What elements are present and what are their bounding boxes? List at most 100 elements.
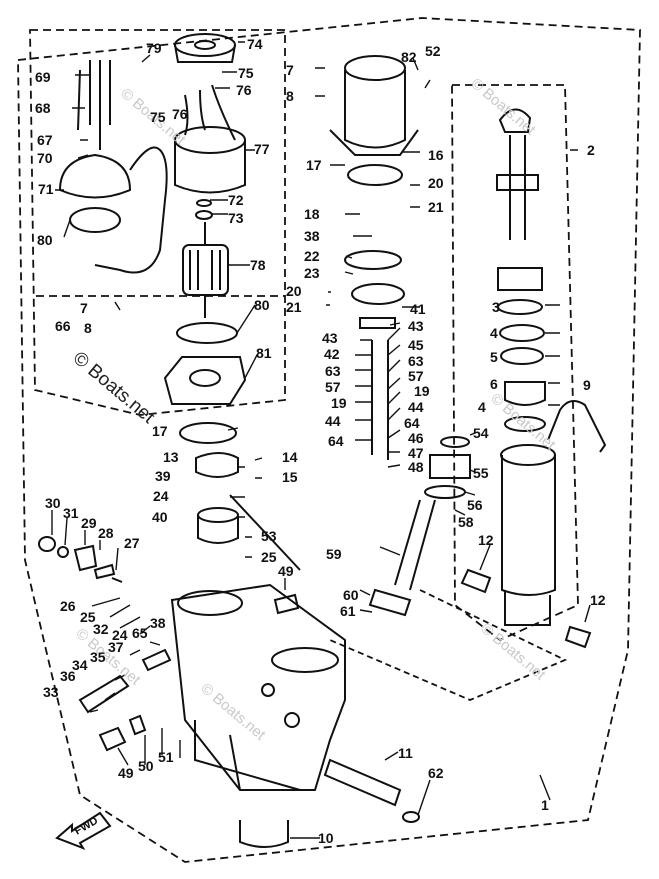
- callout-56: 56: [467, 497, 483, 513]
- callout-78: 78: [250, 257, 266, 273]
- o-ring-4-lower: [504, 416, 546, 432]
- o-ring-56: [424, 485, 466, 499]
- callout-10: 10: [318, 830, 334, 846]
- ball-27: [111, 577, 123, 583]
- cylinder-dashed-box: [451, 84, 579, 642]
- o-ring-23: [351, 283, 405, 305]
- callout-3: 3: [492, 299, 500, 315]
- callout-17-upper: 17: [306, 157, 322, 173]
- callout-8-left: 8: [84, 320, 92, 336]
- callout-38-upper: 38: [304, 228, 320, 244]
- callout-28: 28: [98, 525, 114, 541]
- lead-cable: [94, 146, 168, 274]
- watermark-bottom: © Boats.net: [197, 680, 269, 744]
- callout-47: 47: [408, 445, 424, 461]
- callout-60: 60: [343, 587, 359, 603]
- valve-55: [429, 454, 471, 479]
- motor-end-plate: [163, 356, 247, 405]
- wires: [184, 84, 236, 141]
- motor-assembly-dashed-box: [29, 29, 286, 416]
- o-ring-17-lower: [179, 422, 237, 444]
- callout-40: 40: [152, 509, 168, 525]
- piston-rod: [509, 135, 526, 240]
- washer-62: [402, 811, 420, 823]
- plug-49-right: [273, 593, 300, 615]
- callout-25-upper: 25: [261, 549, 277, 565]
- callout-81: 81: [256, 345, 272, 361]
- outer-dashed-boundary: [17, 17, 641, 863]
- callout-73: 73: [228, 210, 244, 226]
- callout-5: 5: [490, 349, 498, 365]
- callout-7-right: 7: [286, 62, 294, 78]
- callout-58: 58: [458, 514, 474, 530]
- callout-27: 27: [124, 535, 140, 551]
- cylinder-cap-6: [504, 381, 546, 406]
- reservoir-top: [344, 55, 406, 81]
- pump-housing: [170, 583, 346, 791]
- callout-55: 55: [473, 465, 489, 481]
- callout-24-upper: 24: [153, 488, 169, 504]
- callout-18: 18: [304, 206, 320, 222]
- callout-74: 74: [247, 36, 263, 52]
- callout-14: 14: [282, 449, 298, 465]
- callout-4-lower: 4: [478, 399, 486, 415]
- callout-9: 9: [583, 377, 591, 393]
- cylinder-eye: [504, 590, 551, 626]
- callout-15: 15: [282, 469, 298, 485]
- callout-64-left: 64: [328, 433, 344, 449]
- cylinder-outline: [329, 589, 568, 701]
- plug-30: [38, 536, 56, 552]
- callout-75-right: 75: [238, 65, 254, 81]
- callout-54: 54: [473, 425, 489, 441]
- callout-1: 1: [541, 797, 549, 813]
- callout-20-upper: 20: [428, 175, 444, 191]
- valve-plate: [359, 317, 396, 329]
- callout-35: 35: [90, 649, 106, 665]
- callout-12-right: 12: [590, 592, 606, 608]
- pump-top: [197, 507, 239, 523]
- callout-8-right: 8: [286, 88, 294, 104]
- filter-plate: [344, 250, 402, 270]
- callout-22: 22: [304, 248, 320, 264]
- housing-mount: [194, 720, 301, 791]
- callout-49-left: 49: [118, 765, 134, 781]
- fwd-arrow-icon: FWD: [55, 811, 112, 850]
- bolt-hole-1: [261, 683, 275, 697]
- callout-34: 34: [72, 657, 88, 673]
- pivot-pin-11: [323, 758, 402, 807]
- o-ring-17-upper: [347, 164, 403, 186]
- callout-65: 65: [132, 625, 148, 641]
- callout-67: 67: [37, 132, 53, 148]
- callout-19-right: 19: [414, 383, 430, 399]
- callout-44-right: 44: [408, 399, 424, 415]
- callout-26: 26: [60, 598, 76, 614]
- callout-39: 39: [155, 468, 171, 484]
- valve-65: [141, 648, 172, 672]
- callout-21-lower: 21: [286, 299, 302, 315]
- callout-24-lower: 24: [112, 627, 128, 643]
- callout-69: 69: [35, 69, 51, 85]
- callout-37: 37: [108, 639, 124, 655]
- callout-80-right: 80: [254, 297, 270, 313]
- reservoir-flange: [329, 129, 419, 156]
- cap-hole: [194, 40, 216, 50]
- o-ring-80: [176, 322, 238, 344]
- tilt-cylinder: [501, 455, 556, 596]
- spring-28: [93, 563, 116, 580]
- callout-70: 70: [37, 150, 53, 166]
- callout-29: 29: [81, 515, 97, 531]
- callout-52: 52: [425, 43, 441, 59]
- o-ring-3: [497, 299, 543, 315]
- o-ring-31: [57, 546, 69, 558]
- callout-59: 59: [326, 546, 342, 562]
- callout-30: 30: [45, 495, 61, 511]
- callout-4-upper: 4: [490, 325, 498, 341]
- watermark-main: © Boats.net: [69, 348, 159, 429]
- callout-12-left: 12: [478, 532, 494, 548]
- callout-7-left: 7: [80, 300, 88, 316]
- callout-44-left: 44: [325, 413, 341, 429]
- hose-10: [239, 820, 289, 848]
- callout-80-left: 80: [37, 232, 53, 248]
- callout-23: 23: [304, 265, 320, 281]
- callout-50: 50: [138, 758, 154, 774]
